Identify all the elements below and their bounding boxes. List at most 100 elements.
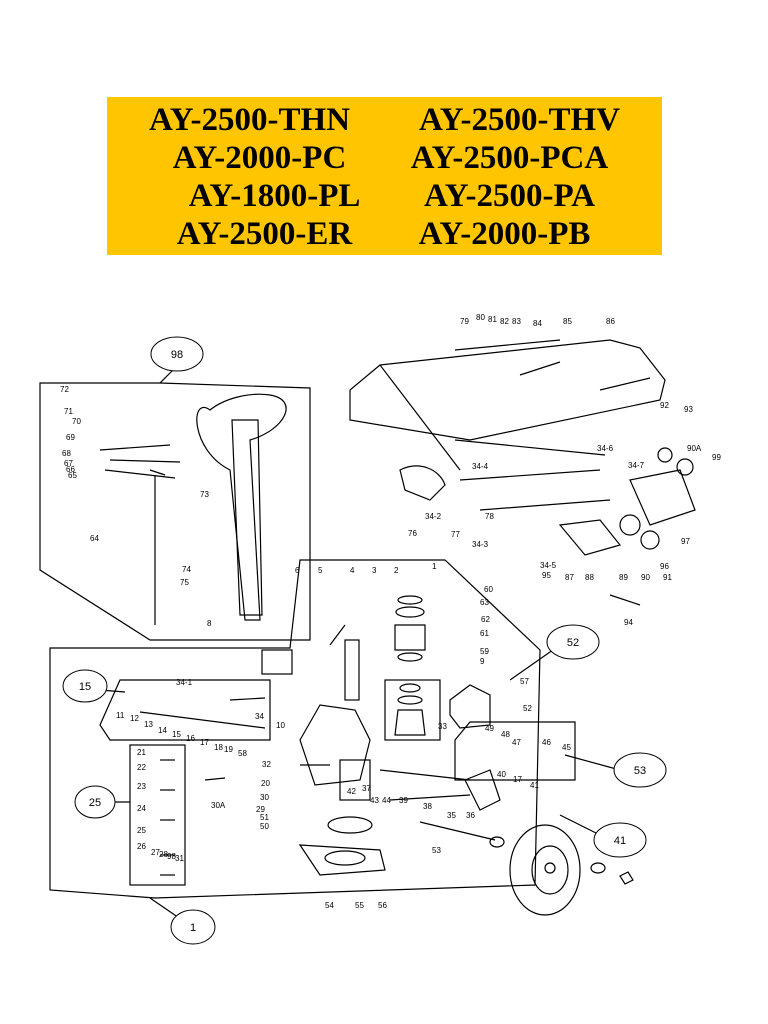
cylinder-box: [384, 679, 441, 741]
part-number: 83: [512, 317, 521, 326]
part-number: 99: [712, 453, 721, 462]
part-number: 38: [423, 802, 432, 811]
part-number: 41: [530, 781, 539, 790]
part-number: 10: [276, 721, 285, 730]
callout-number: 15: [79, 681, 91, 693]
part-number: 68: [62, 449, 71, 458]
part-number: 71: [64, 407, 73, 416]
part-number: 61: [480, 629, 489, 638]
linkage: [399, 465, 446, 501]
spring-stack: [394, 624, 426, 651]
part-number: 86: [606, 317, 615, 326]
part-number: 9: [480, 657, 485, 666]
part-number: 12: [130, 714, 139, 723]
part-number: 17: [513, 775, 522, 784]
callout-bubble: [593, 822, 647, 858]
part-number: 34-3: [472, 540, 489, 549]
pump-body: [299, 704, 371, 786]
part-number: 43: [370, 796, 379, 805]
part-number: 22: [137, 763, 146, 772]
part-number: 42: [347, 787, 356, 796]
callout-number: 41: [614, 835, 626, 847]
part-number: 20: [261, 779, 270, 788]
part-number: 74: [182, 565, 191, 574]
part-number: 45: [562, 743, 571, 752]
tiller-handle: [196, 393, 287, 621]
axle: [419, 821, 496, 841]
part-number: 58: [238, 749, 247, 758]
part-number: 73: [200, 490, 209, 499]
part-number: 69: [66, 433, 75, 442]
part-number: 3: [372, 566, 377, 575]
valve-kit-box: [129, 744, 186, 886]
callout-bubbles: [62, 336, 667, 945]
part-number: 46: [542, 738, 551, 747]
part-number: 35: [447, 811, 456, 820]
part-number: 17: [200, 738, 209, 747]
roller-bracket-box: [629, 469, 696, 526]
seal-kit-box: [99, 679, 271, 741]
part-number: 67: [64, 459, 73, 468]
part-number: 34-1: [176, 678, 193, 687]
part-number: 28: [159, 850, 168, 859]
part-number: 11: [116, 711, 125, 720]
cover-plate: [449, 684, 491, 729]
part-number: 48: [501, 730, 510, 739]
pump-cylinder: [339, 759, 371, 801]
part-number: 34-7: [628, 461, 645, 470]
part-number: 72: [60, 385, 69, 394]
part-number: 93: [684, 405, 693, 414]
part-number: 77: [451, 530, 460, 539]
part-number: 15: [172, 730, 181, 739]
fork-details: [379, 339, 651, 471]
part-number: 92: [660, 401, 669, 410]
callout-number: 25: [89, 797, 101, 809]
part-number: 34-2: [425, 512, 442, 521]
part-number: 44: [382, 796, 391, 805]
part-number: 97: [681, 537, 690, 546]
callout-bubble: [74, 785, 116, 819]
part-number: 54: [325, 901, 334, 910]
model-row: AY-2500-ER AY-2000-PB: [107, 215, 662, 253]
cylinder-sleeve: [394, 709, 426, 736]
part-number: 70: [72, 417, 81, 426]
part-number: 4: [350, 566, 355, 575]
model-code: AY-2500-ER: [176, 216, 353, 252]
part-number: 32: [262, 760, 271, 769]
part-number: 94: [624, 618, 633, 627]
part-number: 56: [378, 901, 387, 910]
model-code: AY-2500-THV: [418, 102, 621, 138]
handle-shaft: [231, 419, 263, 616]
part-number: 19: [224, 745, 233, 754]
part-number: 79: [460, 317, 469, 326]
part-number: 36: [466, 811, 475, 820]
part-number: 65: [68, 471, 77, 480]
part-number: 62: [481, 615, 490, 624]
part-number: 30A: [211, 801, 226, 810]
release-kit-box: [454, 721, 576, 781]
part-number: 34-4: [472, 462, 489, 471]
part-number: 51: [260, 813, 269, 822]
part-number: 76: [408, 529, 417, 538]
part-number: 50: [260, 822, 269, 831]
part-number: 37: [362, 784, 371, 793]
part-number: 75: [180, 578, 189, 587]
model-code: AY-2000-PB: [418, 216, 591, 252]
fork-frame: [349, 339, 666, 441]
part-number: 1: [432, 562, 437, 571]
part-number: 31: [175, 854, 184, 863]
part-number: 78: [485, 512, 494, 521]
part-number: 5: [318, 566, 323, 575]
model-code: AY-2000-PC: [172, 140, 347, 176]
yoke: [261, 649, 293, 675]
part-number: 63: [480, 598, 489, 607]
part-number: 88: [585, 573, 594, 582]
part-number: 90A: [687, 444, 702, 453]
part-number: 87: [565, 573, 574, 582]
callout-bubble: [546, 624, 600, 660]
part-number: 85: [563, 317, 572, 326]
part-number: 27: [151, 848, 160, 857]
